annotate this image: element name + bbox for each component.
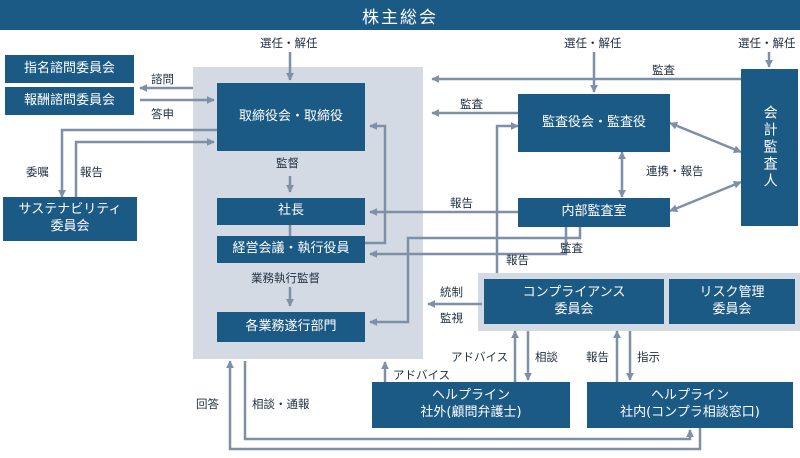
label-report-back: 答申	[151, 107, 174, 121]
label-advice-1: アドバイス	[451, 350, 509, 364]
label-consultation: 相談	[535, 350, 558, 364]
shareholders-meeting: 株主総会	[0, 0, 800, 30]
label-consult-whistle: 相談・通報	[252, 397, 310, 411]
accounting-auditor: 会計監査人	[741, 69, 798, 226]
label-report-helpline: 報告	[586, 350, 609, 364]
label-supervise: 監督	[276, 156, 299, 170]
helpline-internal: ヘルプライン社内(コンプラ相談窓口)	[587, 382, 793, 428]
label-execution-supervision: 業務執行監督	[251, 271, 320, 285]
sustainability-committee: サステナビリティ委員会	[3, 197, 137, 241]
label-advice-2: アドバイス	[393, 368, 451, 382]
label-elect-audit: 選任・解任	[564, 36, 622, 50]
sustain-report-arrow	[74, 138, 215, 197]
label-consult: 諮問	[151, 72, 174, 86]
label-commission: 委嘱	[26, 165, 49, 179]
compensation-committee: 報酬諮問委員会	[5, 87, 134, 115]
risk-committee: リスク管理委員会	[669, 279, 795, 324]
label-control: 統制	[440, 285, 463, 299]
shareholders-meeting-title: 株主総会	[362, 7, 438, 28]
label-report-internal: 報告	[450, 196, 473, 210]
label-monitor: 監視	[440, 311, 463, 325]
internal-auditor-link	[669, 180, 742, 213]
president: 社長	[217, 198, 365, 225]
audit-board: 監査役会・監査役	[518, 94, 670, 152]
label-audit-top: 監査	[652, 63, 675, 77]
executive-meeting: 経営会議・執行役員	[217, 236, 365, 263]
business-departments: 各業務遂行部門	[217, 312, 365, 342]
compliance-committee: コンプライアンス委員会	[484, 279, 664, 324]
whistle-arrow	[243, 361, 694, 441]
label-elect-board: 選任・解任	[260, 36, 318, 50]
label-cooperate-report: 連携・報告	[646, 164, 704, 178]
label-audit-board: 監査	[460, 97, 483, 111]
internal-audit-exec-arrow	[369, 227, 568, 258]
label-instruction: 指示	[637, 350, 660, 364]
audit-auditor-link	[669, 121, 742, 154]
internal-audit-office: 内部監査室	[518, 198, 670, 227]
label-elect-auditor: 選任・解任	[738, 36, 796, 50]
exec-report-arrow	[365, 122, 387, 245]
helpline-external: ヘルプライン社外(顧問弁護士)	[372, 382, 570, 428]
label-report-compliance: 報告	[506, 253, 529, 267]
nominating-committee: 指名諮問委員会	[5, 55, 134, 83]
board-of-directors: 取締役会・取締役	[217, 83, 365, 151]
compliance-report-arrow	[495, 122, 519, 273]
label-audit-internal: 監査	[560, 241, 583, 255]
label-report-sustain: 報告	[80, 165, 103, 179]
internal-audit-dept-arrow	[369, 227, 582, 326]
commission-arrow	[58, 128, 217, 198]
answer-arrow	[226, 360, 702, 451]
label-answer: 回答	[196, 397, 219, 411]
